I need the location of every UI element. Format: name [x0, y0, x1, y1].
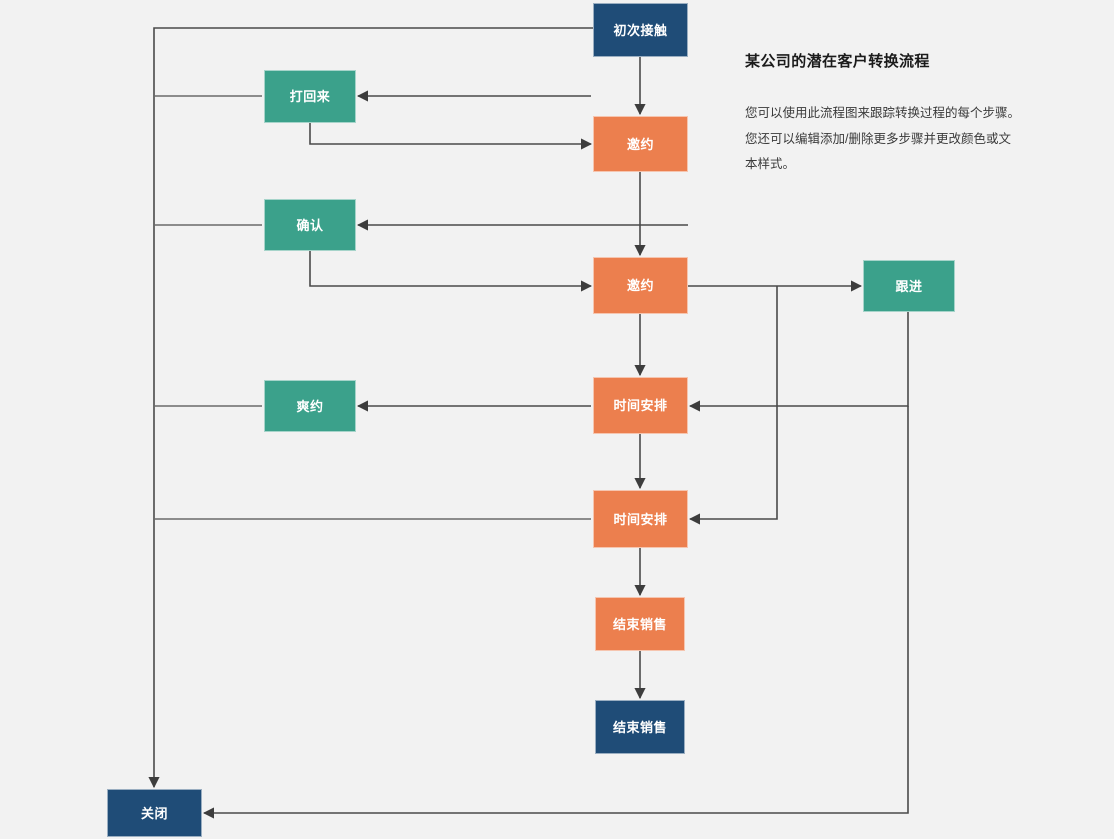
node-close-sale-2[interactable]: 结束销售	[595, 700, 685, 754]
node-invite-2[interactable]: 邀约	[593, 257, 688, 314]
node-label: 邀约	[626, 278, 654, 293]
node-schedule-1[interactable]: 时间安排	[593, 377, 688, 434]
node-closed[interactable]: 关闭	[107, 789, 202, 837]
description-line: 本样式。	[745, 157, 796, 172]
node-label: 爽约	[296, 398, 324, 414]
description-line: 您还可以编辑添加/删除更多步骤并更改颜色或文	[745, 131, 1011, 146]
node-label: 跟进	[895, 278, 923, 294]
node-label: 初次接触	[613, 22, 668, 38]
node-confirm[interactable]: 确认	[264, 199, 356, 251]
node-follow-up[interactable]: 跟进	[863, 260, 955, 312]
node-label: 打回来	[289, 89, 331, 104]
node-label: 时间安排	[613, 398, 668, 413]
diagram-description: 您可以使用此流程图来跟踪转换过程的每个步骤。 您还可以编辑添加/删除更多步骤并更…	[745, 101, 1021, 178]
node-label: 结束销售	[612, 719, 667, 735]
description-line: 您可以使用此流程图来跟踪转换过程的每个步骤。	[745, 106, 1021, 120]
node-label: 关闭	[140, 805, 168, 821]
node-label: 邀约	[626, 136, 654, 152]
node-no-show[interactable]: 爽约	[264, 380, 356, 432]
node-schedule-2[interactable]: 时间安排	[593, 490, 688, 548]
node-label: 确认	[296, 217, 324, 233]
diagram-title: 某公司的潜在客户转换流程	[745, 53, 930, 70]
node-first-contact[interactable]: 初次接触	[593, 3, 688, 57]
legend-panel: 某公司的潜在客户转换流程 您可以使用此流程图来跟踪转换过程的每个步骤。 您还可以…	[745, 50, 1021, 178]
node-close-sale-1[interactable]: 结束销售	[595, 597, 685, 651]
node-label: 结束销售	[612, 616, 667, 632]
node-invite-1[interactable]: 邀约	[593, 116, 688, 172]
node-label: 时间安排	[613, 511, 668, 527]
node-call-back[interactable]: 打回来	[264, 70, 356, 123]
